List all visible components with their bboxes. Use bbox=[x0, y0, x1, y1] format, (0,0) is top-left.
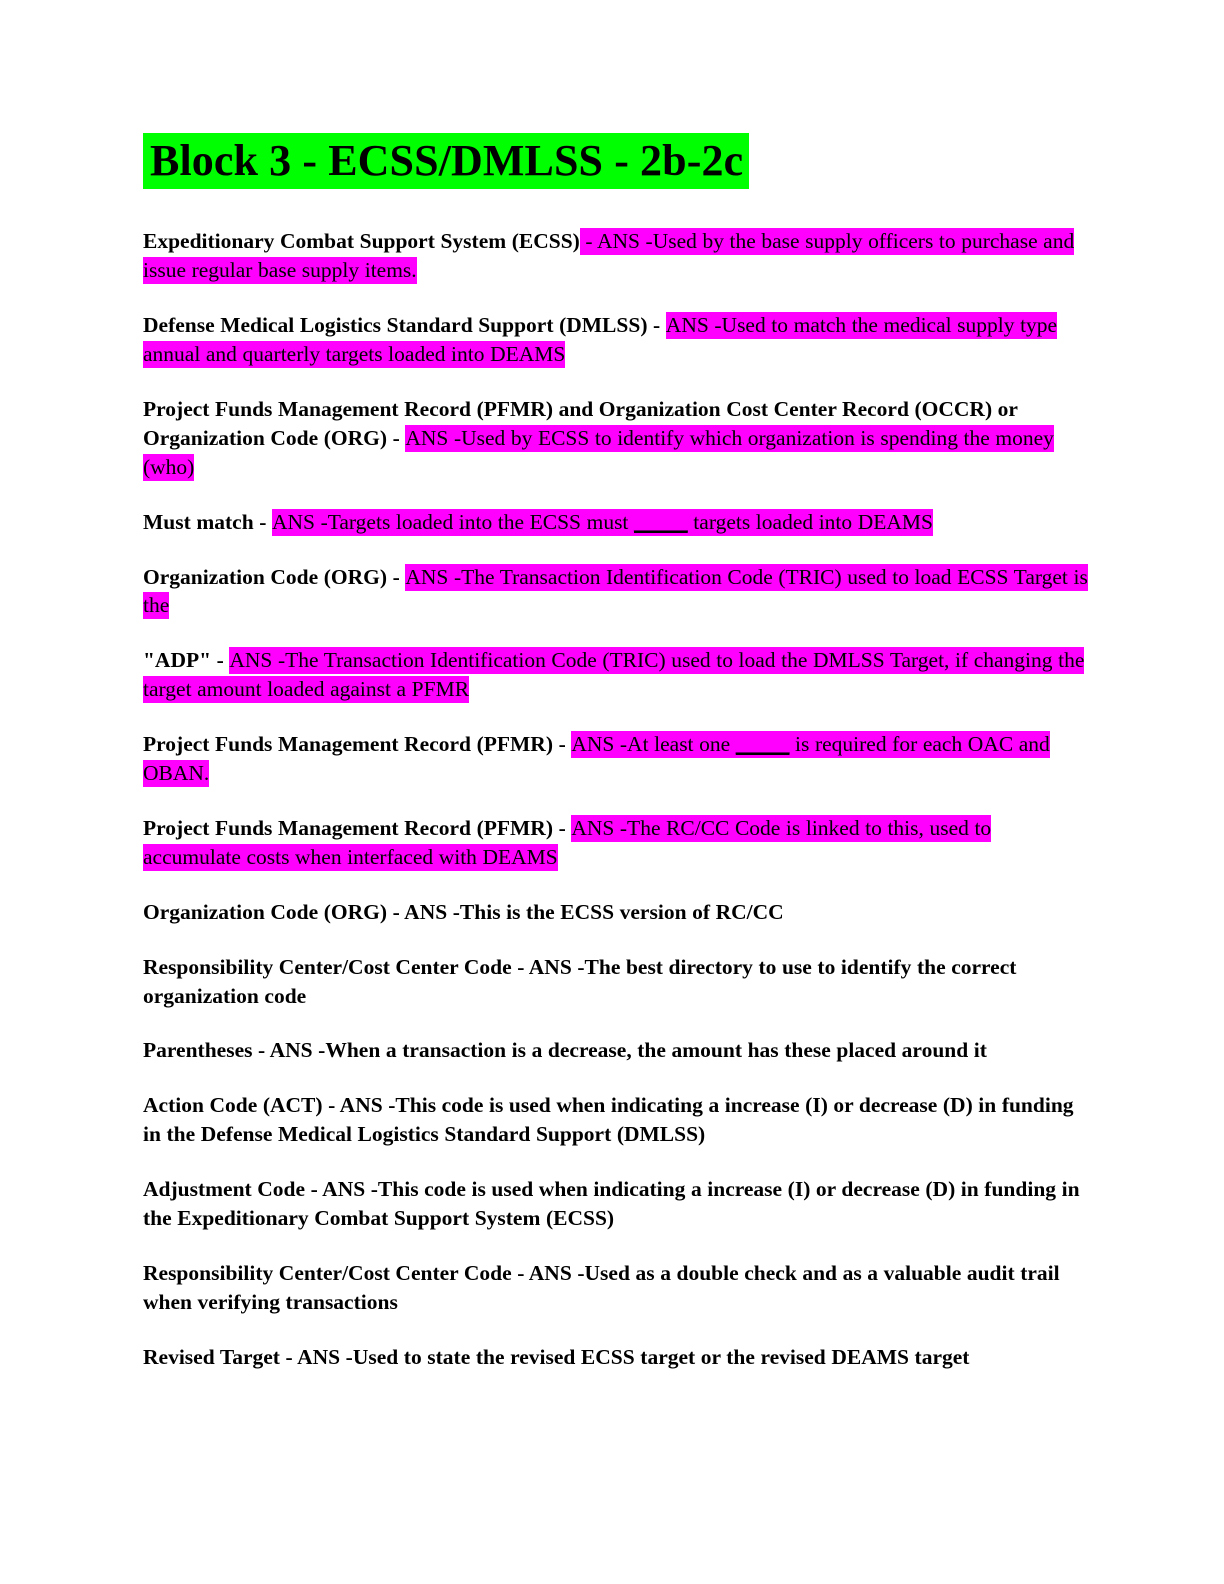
definition-entry: Project Funds Management Record (PFMR) a… bbox=[143, 395, 1088, 482]
definition-entry: Parentheses - ANS -When a transaction is… bbox=[143, 1036, 1088, 1065]
answer-blank: _____ bbox=[633, 509, 688, 534]
definition-term: Project Funds Management Record (PFMR) - bbox=[143, 815, 572, 840]
definition-term: "ADP" - bbox=[143, 648, 230, 673]
definition-entry: Adjustment Code - ANS -This code is used… bbox=[143, 1175, 1088, 1233]
definition-term: Organization Code (ORG) - bbox=[143, 564, 406, 589]
definition-entry: Defense Medical Logistics Standard Suppo… bbox=[143, 311, 1088, 369]
definition-term: Expeditionary Combat Support System (ECS… bbox=[143, 229, 580, 254]
definition-entry: Must match - ANS -Targets loaded into th… bbox=[143, 508, 1088, 537]
document-content: Block 3 - ECSS/DMLSS - 2b-2c Expeditiona… bbox=[143, 133, 1088, 1372]
definition-entry: Project Funds Management Record (PFMR) -… bbox=[143, 730, 1088, 788]
definition-term: Action Code (ACT) - ANS -This code is us… bbox=[143, 1093, 1074, 1147]
definition-entry: "ADP" - ANS -The Transaction Identificat… bbox=[143, 646, 1088, 704]
definition-term: Parentheses - ANS -When a transaction is… bbox=[143, 1038, 987, 1063]
definition-term: Revised Target - ANS -Used to state the … bbox=[143, 1344, 970, 1369]
definition-term: Project Funds Management Record (PFMR) - bbox=[143, 732, 572, 757]
definition-term: Adjustment Code - ANS -This code is used… bbox=[143, 1177, 1080, 1231]
definition-entry: Responsibility Center/Cost Center Code -… bbox=[143, 953, 1088, 1011]
page-title-text: Block 3 - ECSS/DMLSS - 2b-2c bbox=[143, 133, 750, 189]
definition-entry: Project Funds Management Record (PFMR) -… bbox=[143, 814, 1088, 872]
answer-blank: _____ bbox=[735, 732, 790, 757]
definition-term: Defense Medical Logistics Standard Suppo… bbox=[143, 313, 666, 338]
page-title: Block 3 - ECSS/DMLSS - 2b-2c bbox=[143, 133, 1088, 189]
definition-term: Must match - bbox=[143, 509, 272, 534]
definition-entry: Organization Code (ORG) - ANS -This is t… bbox=[143, 898, 1088, 927]
definition-answer: ANS -Targets loaded into the ECSS must _… bbox=[271, 508, 933, 536]
definition-entry: Organization Code (ORG) - ANS -The Trans… bbox=[143, 563, 1088, 621]
definition-term: Organization Code (ORG) - ANS -This is t… bbox=[143, 899, 784, 924]
definition-entry: Revised Target - ANS -Used to state the … bbox=[143, 1343, 1088, 1372]
definition-entry: Expeditionary Combat Support System (ECS… bbox=[143, 227, 1088, 285]
definition-term: Responsibility Center/Cost Center Code -… bbox=[143, 1261, 1060, 1314]
definition-entry: Action Code (ACT) - ANS -This code is us… bbox=[143, 1091, 1088, 1149]
definition-list: Expeditionary Combat Support System (ECS… bbox=[143, 227, 1088, 1371]
definition-term: Project Funds Management Record (PFMR) a… bbox=[143, 396, 1018, 450]
definition-answer: ANS -The Transaction Identification Code… bbox=[143, 647, 1085, 704]
definition-entry: Responsibility Center/Cost Center Code -… bbox=[143, 1259, 1088, 1317]
definition-term: Responsibility Center/Cost Center Code -… bbox=[143, 954, 1017, 1008]
